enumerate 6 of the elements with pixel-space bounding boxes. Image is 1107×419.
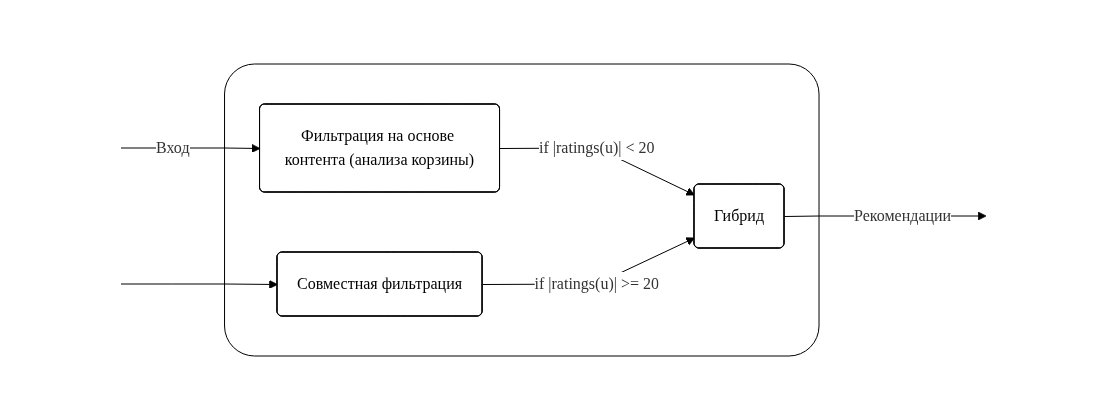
edge-label: if |ratings(u)| >= 20 [534, 274, 659, 292]
cluster [223, 63, 820, 356]
edge-label: Вход [155, 138, 190, 156]
edge-label: if |ratings(u)| < 20 [538, 138, 655, 156]
edge-label: Рекомендации [853, 206, 952, 224]
arrow [120, 279, 278, 289]
